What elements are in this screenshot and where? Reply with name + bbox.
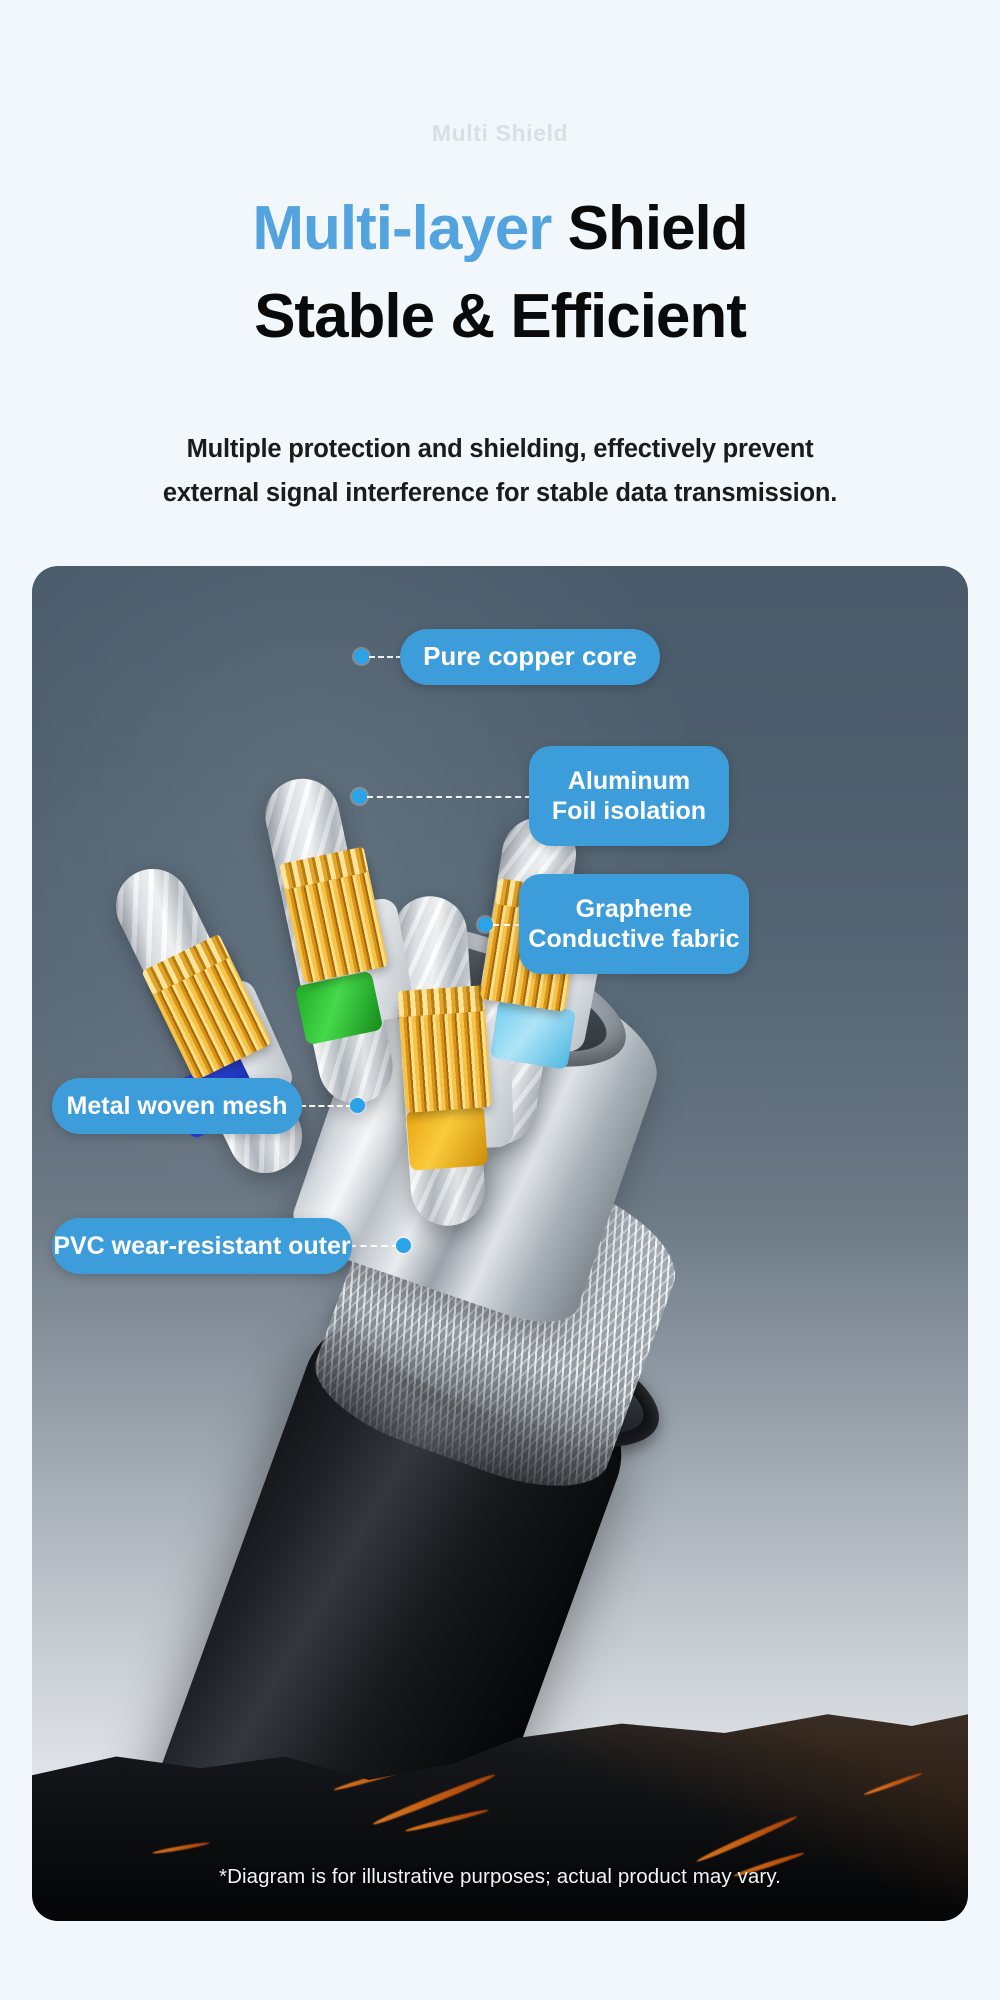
callout-aluminum-foil-isolation[interactable]: Aluminum Foil isolation: [529, 746, 729, 846]
leader-line-metal-woven-mesh: [300, 1105, 352, 1107]
wire-insulation-yellow: [406, 1105, 488, 1171]
callout-pure-copper-core[interactable]: Pure copper core: [400, 629, 660, 685]
ember-streak: [863, 1771, 923, 1797]
page-title: Multi-layer Shield Stable & Efficient: [0, 185, 1000, 361]
headline-line-2: Stable & Efficient: [254, 282, 747, 352]
callout-metal-woven-mesh[interactable]: Metal woven mesh: [52, 1078, 302, 1134]
leader-line-graphene-conductive-fabric: [493, 924, 521, 926]
anchor-dot-graphene-conductive-fabric: [478, 917, 493, 932]
anchor-dot-pure-copper-core: [354, 649, 369, 664]
subheading-paragraph: Multiple protection and shielding, effec…: [0, 428, 1000, 516]
headline-accent: Multi-layer: [252, 194, 552, 263]
callout-pvc-wear-resistant-outer[interactable]: PVC wear-resistant outer: [52, 1218, 352, 1274]
cable-diagram-panel: Pure copper core Aluminum Foil isolation…: [32, 566, 968, 1921]
anchor-dot-metal-woven-mesh: [350, 1098, 365, 1113]
copper-strand-head: [397, 985, 492, 1113]
leader-line-pvc-wear-resistant-outer: [350, 1245, 398, 1247]
anchor-dot-aluminum-foil-isolation: [352, 789, 367, 804]
callout-graphene-conductive-fabric[interactable]: Graphene Conductive fabric: [519, 874, 749, 974]
subcopy-line-2: external signal interference for stable …: [162, 478, 838, 507]
eyebrow-text: Multi Shield: [431, 120, 569, 146]
headline-rest: Shield: [551, 194, 749, 263]
ember-streak: [152, 1840, 210, 1856]
leader-line-pure-copper-core: [369, 656, 402, 658]
ember-streak: [404, 1807, 490, 1834]
disclaimer-footnote: *Diagram is for illustrative purposes; a…: [219, 1865, 781, 1888]
anchor-dot-pvc-wear-resistant-outer: [396, 1238, 411, 1253]
leader-line-aluminum-foil-isolation: [367, 796, 531, 798]
subcopy-line-1: Multiple protection and shielding, effec…: [186, 435, 814, 463]
ember-streak: [371, 1771, 497, 1828]
